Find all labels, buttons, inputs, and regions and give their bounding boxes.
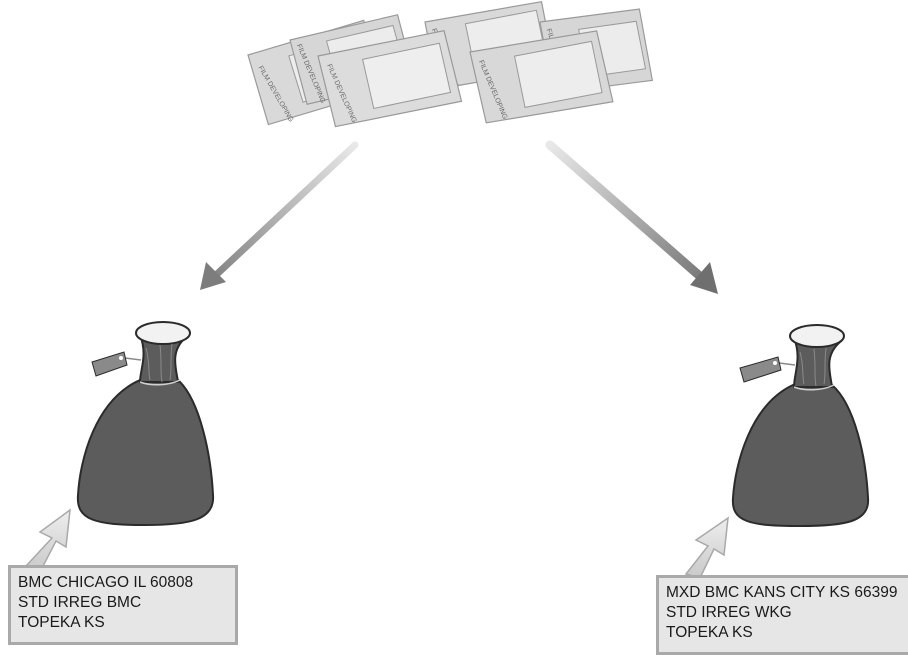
sack-body	[731, 384, 870, 528]
mail-pieces-pile: FILM DEVELOPING FILM DEVELOPING FILM DEV…	[247, 1, 654, 128]
sack-opening	[135, 321, 191, 345]
right-sack-label: MXD BMC KANS CITY KS 66399 STD IRREG WKG…	[656, 575, 908, 655]
sack-tag	[91, 351, 128, 377]
left-label-line3: TOPEKA KS	[18, 614, 105, 631]
right-mail-sack	[731, 324, 870, 528]
right-label-line3: TOPEKA KS	[666, 624, 753, 641]
envelope: FILM DEVELOPING	[469, 30, 614, 124]
sack-neck	[138, 333, 188, 383]
arrow-to-right-sack	[545, 140, 718, 294]
sack-tag	[739, 356, 782, 383]
left-sack-label: BMC CHICAGO IL 60808 STD IRREG BMC TOPEK…	[8, 565, 238, 645]
arrow-to-left-sack	[200, 141, 359, 290]
left-label-line1: BMC CHICAGO IL 60808	[18, 574, 194, 591]
left-label-line2: STD IRREG BMC	[18, 594, 142, 611]
right-label-pointer-arrow	[684, 516, 729, 579]
left-mail-sack	[76, 321, 215, 527]
right-label-line2: STD IRREG WKG	[666, 604, 792, 621]
sack-body	[76, 379, 215, 527]
left-label-pointer-arrow	[24, 508, 71, 573]
sack-neck	[792, 336, 843, 388]
sack-opening	[789, 324, 845, 348]
envelope: FILM DEVELOPING	[317, 29, 463, 128]
right-label-line1: MXD BMC KANS CITY KS 66399	[666, 584, 898, 601]
